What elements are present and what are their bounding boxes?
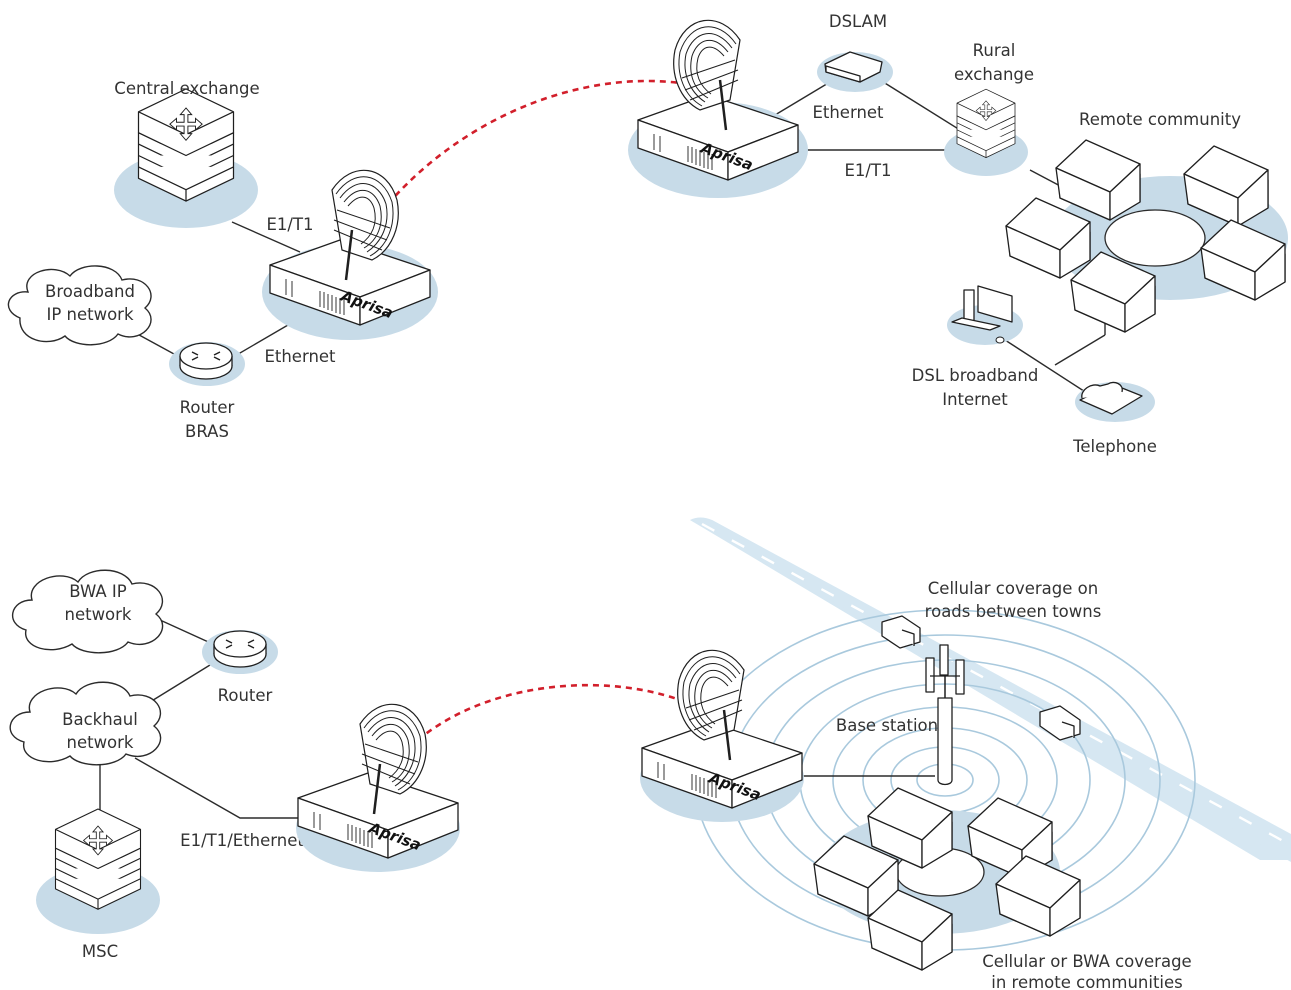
top-diagram: Central exchange Broadband IP network Ro… xyxy=(7,12,1288,456)
truck-1 xyxy=(881,615,921,649)
bottom-community xyxy=(813,787,1081,971)
aprisa-radio-top-right: Aprisa xyxy=(628,19,808,198)
remote-community: Remote community xyxy=(1005,110,1288,333)
aprisa-radio-bottom-left: Aprisa xyxy=(296,703,460,872)
dsl-computer: DSL broadband Internet xyxy=(912,285,1039,409)
bwa-label-line1: BWA IP xyxy=(69,582,127,601)
broadband-label-line2: IP network xyxy=(46,305,134,324)
broadband-ip-network-cloud: Broadband IP network xyxy=(7,265,152,346)
ethernet-right-label: Ethernet xyxy=(812,103,884,122)
cellular-bwa-label-line1: Cellular or BWA coverage xyxy=(982,952,1191,971)
road xyxy=(690,517,1291,862)
dslam: DSLAM xyxy=(817,12,893,92)
dslam-label: DSLAM xyxy=(829,12,887,31)
rural-exchange: Rural exchange xyxy=(944,41,1034,176)
aprisa-radio-top-left: Aprisa xyxy=(262,169,438,340)
backhaul-label-line1: Backhaul xyxy=(62,710,138,729)
bottom-wires xyxy=(99,619,310,819)
router-bras-label-line1: Router xyxy=(180,398,235,417)
telephone: Telephone xyxy=(1072,381,1157,456)
e1t1-ethernet-label: E1/T1/Ethernet xyxy=(180,831,304,850)
msc-label: MSC xyxy=(82,942,118,961)
cellular-bwa-label-line2: in remote communities xyxy=(991,973,1183,990)
broadband-label-line1: Broadband xyxy=(45,282,135,301)
e1t1-right-label: E1/T1 xyxy=(844,161,891,180)
telephone-label: Telephone xyxy=(1072,437,1157,456)
msc: MSC xyxy=(36,808,160,961)
router-bras-label-line2: BRAS xyxy=(185,422,229,441)
rural-exchange-label-line1: Rural xyxy=(973,41,1016,60)
e1t1-left-label: E1/T1 xyxy=(266,215,313,234)
dsl-broadband-label-line2: Internet xyxy=(942,390,1008,409)
router: Router xyxy=(202,630,278,705)
bottom-radio-link xyxy=(417,683,711,742)
dsl-broadband-label-line1: DSL broadband xyxy=(912,366,1039,385)
remote-community-label: Remote community xyxy=(1079,110,1241,129)
ethernet-left-label: Ethernet xyxy=(264,347,336,366)
top-radio-link xyxy=(387,79,709,205)
base-station-label: Base station xyxy=(836,716,938,735)
central-exchange: Central exchange xyxy=(114,79,260,228)
cellular-roads-label-line1: Cellular coverage on xyxy=(928,579,1098,598)
bottom-diagram: Base station Cellular coverage on roads … xyxy=(9,517,1291,990)
bwa-ip-network-cloud: BWA IP network xyxy=(11,569,164,654)
cellular-roads-label-line2: roads between towns xyxy=(925,602,1102,621)
aprisa-radio-bottom-right: Aprisa xyxy=(640,649,804,822)
base-station: Base station xyxy=(836,644,965,786)
backhaul-network-cloud: Backhaul network xyxy=(9,681,162,766)
router-label: Router xyxy=(218,686,273,705)
rural-exchange-label-line2: exchange xyxy=(954,65,1034,84)
bwa-label-line2: network xyxy=(64,605,131,624)
router-bras: Router BRAS xyxy=(169,342,245,441)
backhaul-label-line2: network xyxy=(66,733,133,752)
truck-2 xyxy=(1039,705,1081,741)
central-exchange-label: Central exchange xyxy=(114,79,259,98)
